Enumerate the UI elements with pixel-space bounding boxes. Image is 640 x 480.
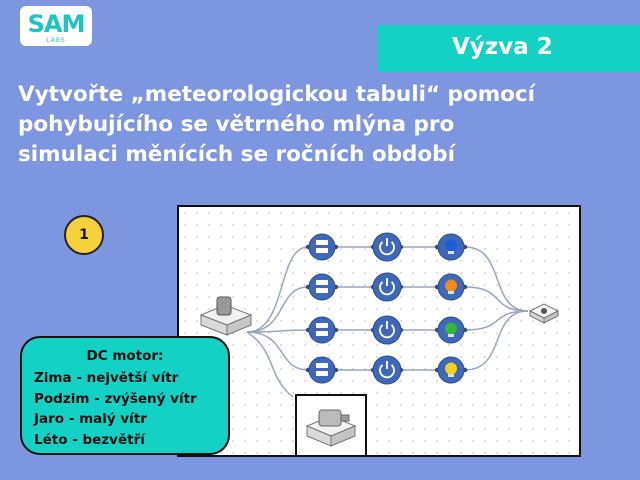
callout-line-autumn: Podzim - zvýšený vítr — [34, 390, 197, 407]
step-number-badge: 1 — [64, 215, 104, 255]
callout-line-spring: Jaro - malý vítr — [34, 411, 147, 427]
dc-motor-callout: DC motor: Zima - největší vítr Podzim - … — [20, 336, 230, 455]
flow-diagram — [199, 232, 560, 398]
compare-icon[interactable] — [308, 316, 336, 344]
compare-icon[interactable] — [308, 233, 336, 261]
title-line-1: Vytvořte „meteorologickou tabuli“ pomocí — [18, 82, 535, 107]
callout-title: DC motor: — [86, 348, 164, 364]
power-icon[interactable] — [372, 232, 402, 262]
challenge-label: Výzva 2 — [452, 34, 553, 60]
callout-list: Zima - největší vítr Podzim - zvýšený ví… — [34, 368, 197, 450]
light-bulb-icon[interactable] — [437, 233, 465, 261]
callout-line-winter: Zima - největší vítr — [34, 370, 179, 386]
compare-icon[interactable] — [308, 273, 336, 301]
page-title: Vytvořte „meteorologickou tabuli“ pomocí… — [18, 80, 628, 170]
light-bulb-icon[interactable] — [437, 316, 465, 344]
power-icon[interactable] — [372, 272, 402, 302]
logo-subtext: LABS — [46, 37, 66, 44]
dc-motor-icon[interactable] — [297, 396, 365, 455]
rgb-light-block-icon[interactable] — [528, 303, 560, 324]
power-icon[interactable] — [372, 355, 402, 385]
workspace-canvas[interactable] — [177, 205, 581, 457]
title-line-3: simulaci měnících se ročních období — [18, 142, 455, 167]
sam-labs-logo: SAM LABS — [20, 6, 92, 46]
slider-block-icon[interactable] — [199, 296, 253, 336]
light-bulb-icon[interactable] — [437, 273, 465, 301]
dc-motor-highlight — [295, 394, 367, 457]
logo-text: SAM — [27, 10, 86, 38]
title-line-2: pohybujícího se větrného mlýna pro — [18, 112, 455, 137]
compare-icon[interactable] — [308, 356, 336, 384]
light-bulb-icon[interactable] — [437, 356, 465, 384]
callout-line-summer: Léto - bezvětří — [34, 431, 145, 448]
challenge-badge: Výzva 2 — [377, 25, 640, 72]
power-icon[interactable] — [372, 315, 402, 345]
